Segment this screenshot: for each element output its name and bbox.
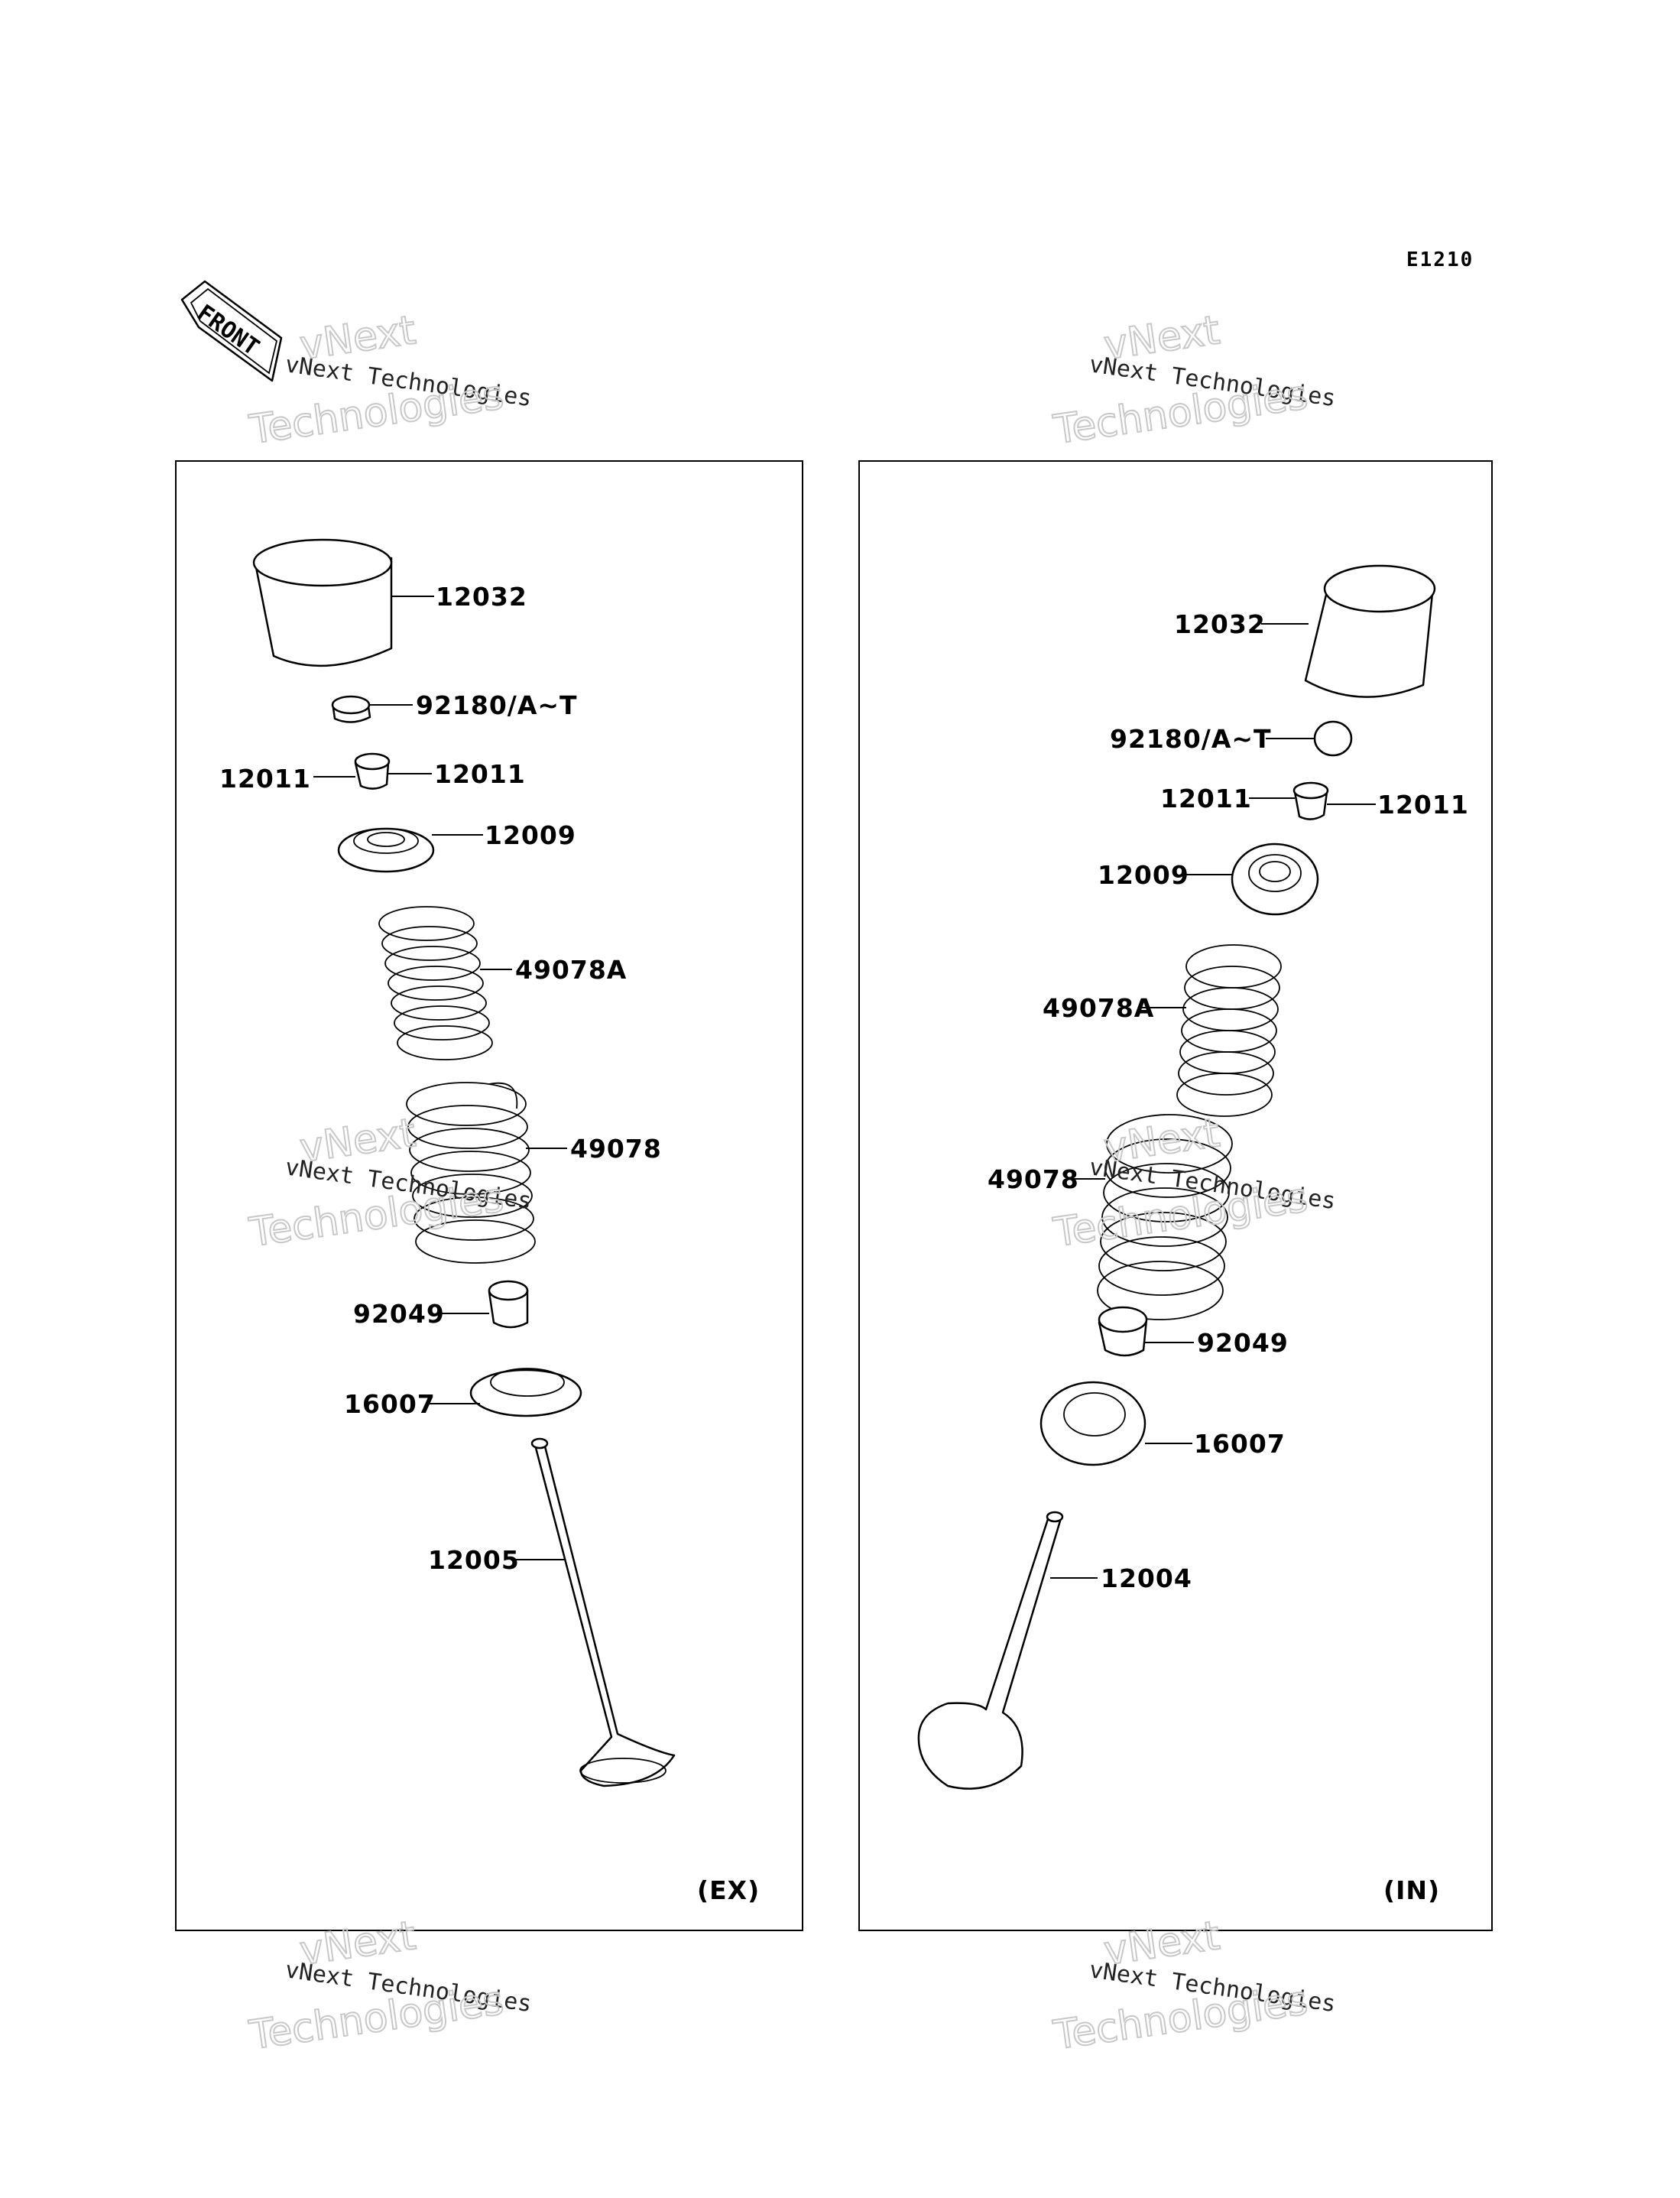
retainer-part [337,827,483,873]
cotter-part [1249,781,1376,820]
label-retainer-ex: 12009 [485,820,576,850]
watermark: vNext Technologies vNext Technologies [1049,1912,1337,2060]
label-shim-ex: 92180/A~T [416,690,578,720]
label-tappet-ex: 12032 [436,582,527,612]
label-inner-spring-ex: 49078A [515,955,627,985]
watermark: vNext Technologies vNext Technologies [245,1912,533,2060]
label-cotter-left-ex: 12011 [219,764,311,794]
panel-tag-ex: (EX) [697,1875,760,1905]
label-seal-ex: 92049 [353,1299,445,1329]
front-arrow-icon: FRONT [180,280,283,382]
inner-spring-part [1142,944,1282,1117]
svg-text:vNext: vNext [297,1913,419,1975]
label-valve-ex: 12005 [428,1545,520,1575]
outer-spring-part [1069,1114,1233,1320]
label-cotter-right-ex: 12011 [434,759,526,789]
svg-text:vNext: vNext [297,307,419,369]
label-valve-in: 12004 [1101,1563,1192,1593]
svg-text:vNext: vNext [297,1110,419,1172]
shim-part [331,695,413,723]
label-inner-spring-in: 49078A [1043,993,1154,1023]
tappet-part [252,538,434,667]
watermark: vNext Technologies vNext Technologies [1049,1109,1337,1257]
label-spring-seat-ex: 16007 [344,1389,436,1419]
cotter-part [313,752,432,790]
label-tappet-in: 12032 [1174,609,1266,639]
watermark: vNext Technologies vNext Technologies [245,1109,533,1257]
svg-text:vNext: vNext [1101,1913,1223,1975]
seal-part [437,1280,529,1329]
label-spring-seat-in: 16007 [1194,1429,1286,1459]
label-cotter-right-in: 12011 [1377,790,1469,820]
svg-text:vNext: vNext [1101,307,1223,369]
watermark: vNext Technologies vNext Technologies [1049,307,1337,454]
retainer-part [1185,843,1319,916]
spring-seat-part [428,1368,582,1417]
intake-panel [858,460,1493,1931]
panel-tag-in: (IN) [1383,1875,1440,1905]
shim-part [1266,720,1353,757]
intake-parts [917,564,1436,1790]
outer-spring-part [406,1082,567,1264]
valve-part [917,1511,1098,1790]
watermark: vNext Technologies vNext Technologies [245,307,533,454]
valve-part [511,1437,676,1787]
inner-spring-part [378,906,512,1060]
spring-seat-part [1039,1381,1192,1466]
label-shim-in: 92180/A~T [1110,724,1272,754]
diagram-code: E1210 [1406,248,1474,271]
seal-part [1098,1306,1194,1357]
svg-text:vNext: vNext [1101,1110,1223,1172]
label-retainer-in: 12009 [1098,860,1189,890]
label-outer-spring-in: 49078 [988,1164,1079,1194]
label-cotter-left-in: 12011 [1160,784,1252,813]
label-outer-spring-ex: 49078 [570,1134,662,1164]
exhaust-parts [252,538,676,1787]
tappet-part [1261,564,1436,698]
label-seal-in: 92049 [1197,1328,1289,1358]
exhaust-panel [175,460,803,1931]
